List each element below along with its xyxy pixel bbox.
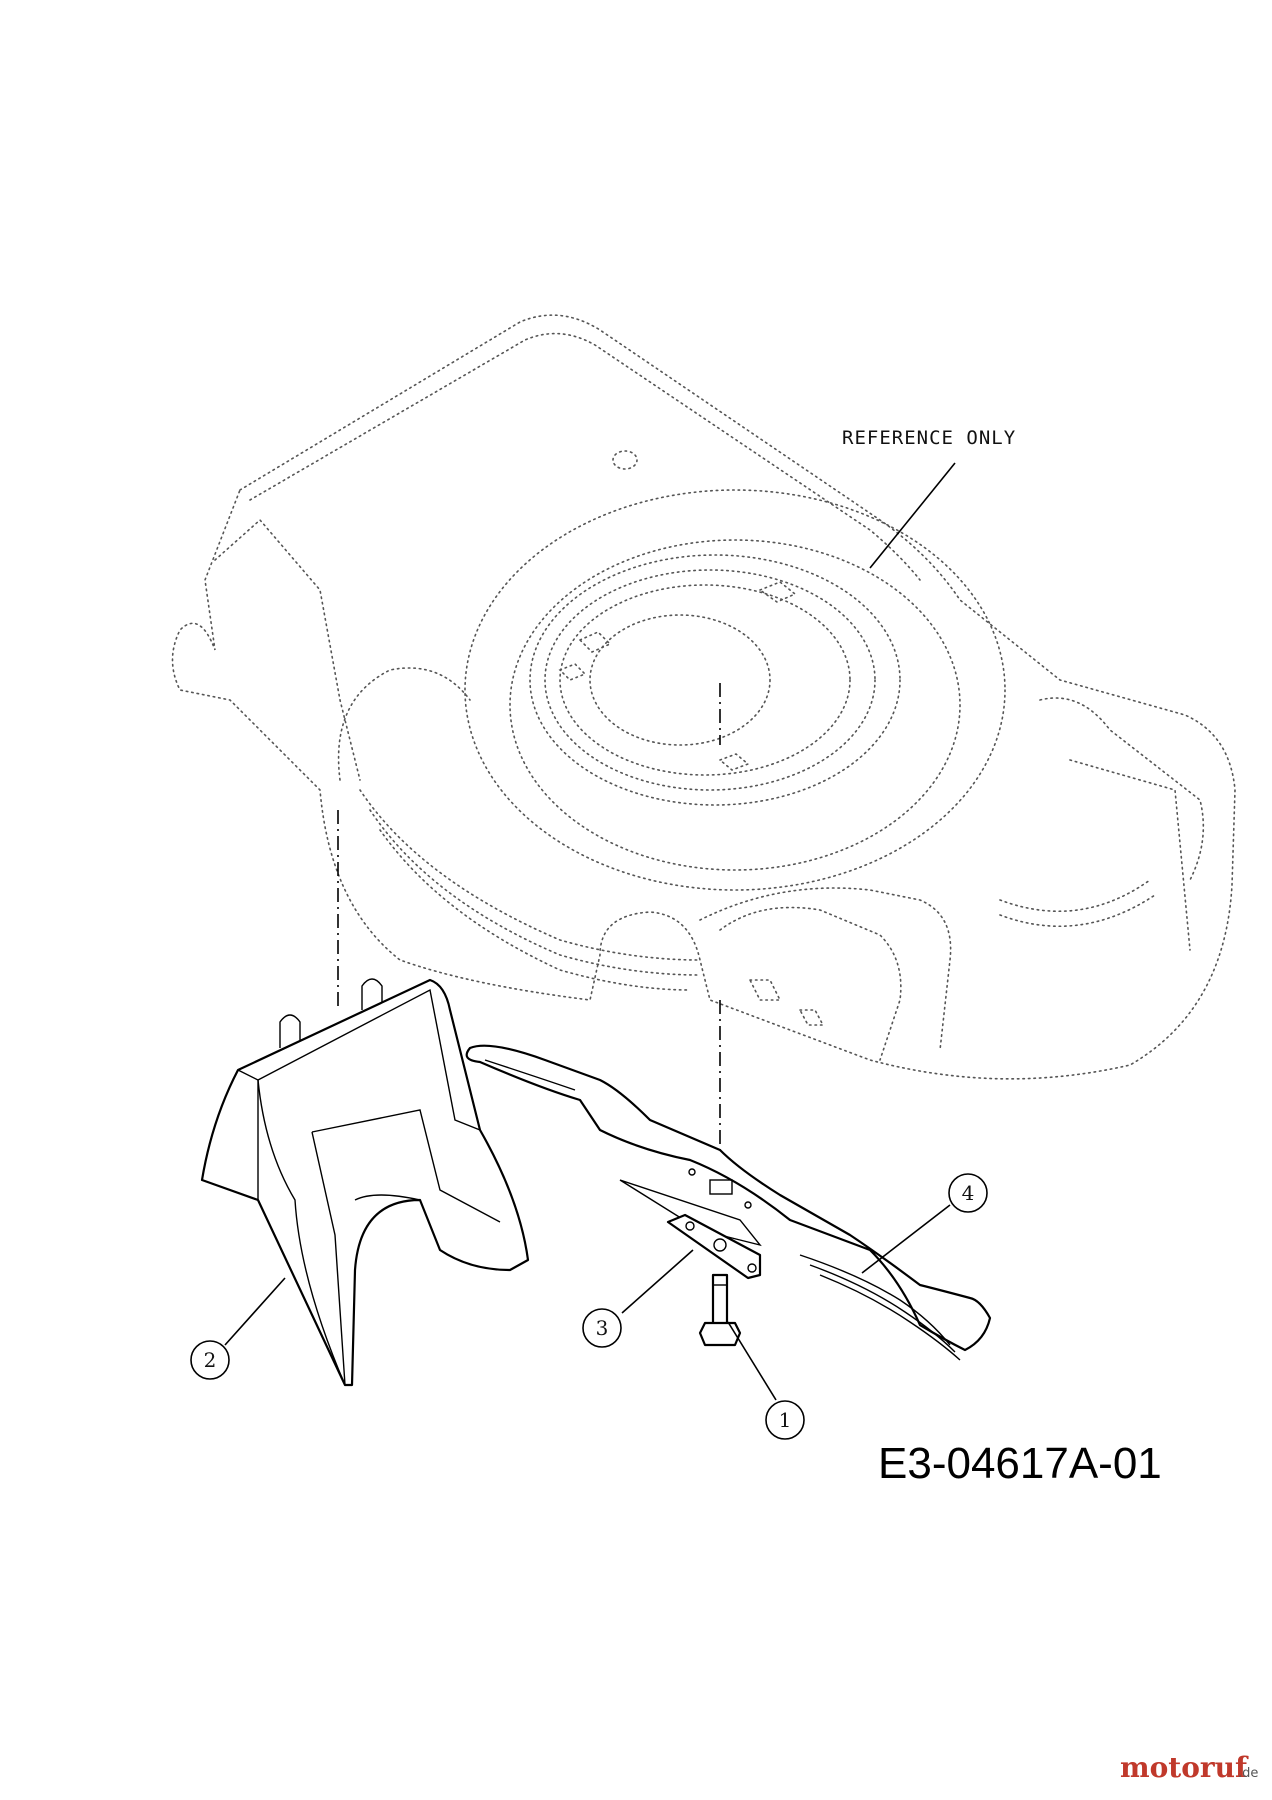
blade-part (465, 1044, 992, 1361)
blade-bolt-part (698, 1273, 742, 1347)
callout-1: 1 (727, 1321, 805, 1440)
reference-only-callout: REFERENCE ONLY (842, 427, 1016, 569)
mulch-plug-part (200, 978, 530, 1387)
reference-leader-line (869, 462, 956, 569)
mower-deck-reference (171, 314, 1236, 1080)
watermark-suffix: .de (1238, 1766, 1258, 1781)
blade-center-hole (709, 1179, 733, 1195)
drawing-code: E3-04617A-01 (878, 1439, 1162, 1488)
callout-3-label: 3 (596, 1316, 609, 1340)
callout-3: 3 (582, 1249, 694, 1348)
callout-2-label: 2 (204, 1348, 217, 1372)
callout-2: 2 (190, 1277, 286, 1380)
callout-4-label: 4 (962, 1181, 975, 1205)
watermark-brand: motoruf (1120, 1751, 1249, 1784)
callout-4: 4 (861, 1173, 988, 1274)
reference-only-label: REFERENCE ONLY (842, 427, 1016, 449)
blade-adapter-part (666, 1213, 762, 1280)
callout-1-label: 1 (779, 1408, 792, 1432)
assembly-axes (337, 683, 721, 1160)
watermark-logo: motoruf .de (1120, 1751, 1258, 1784)
